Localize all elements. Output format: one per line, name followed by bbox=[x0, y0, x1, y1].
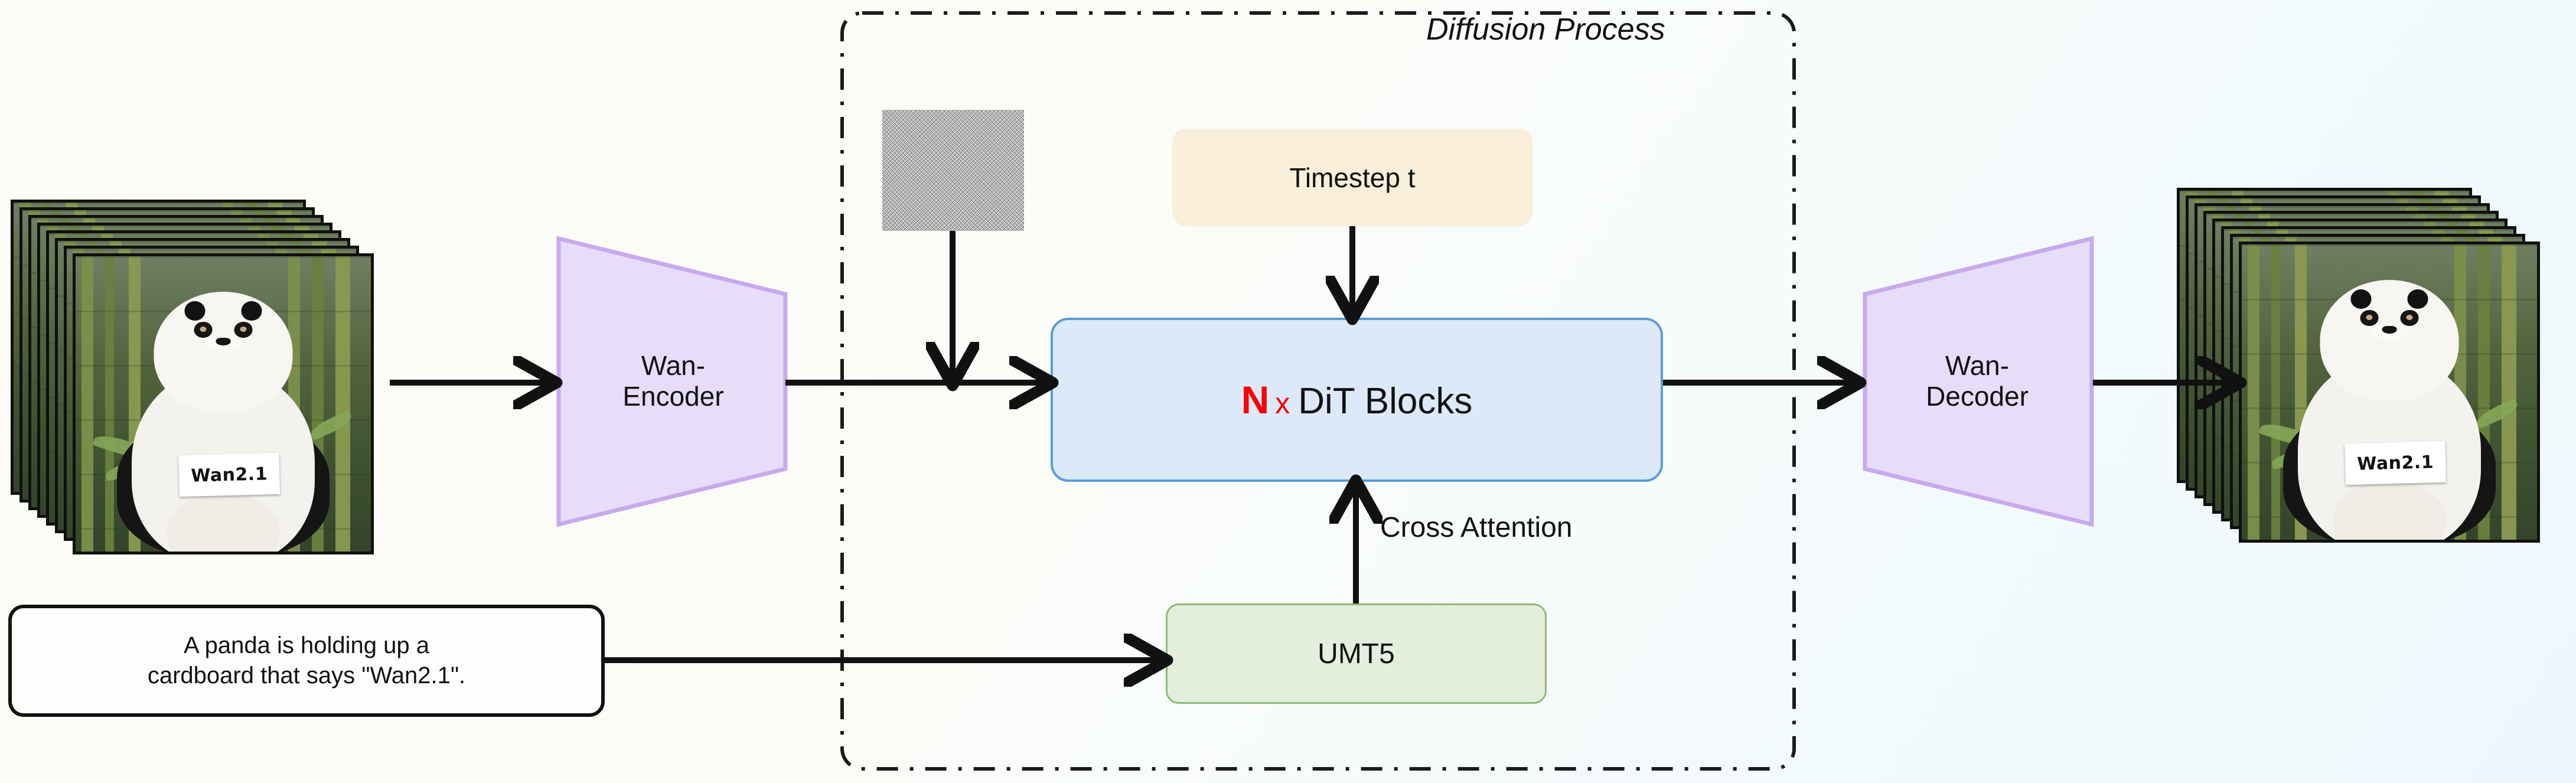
video-frame-front: Wan2.1 bbox=[73, 253, 374, 554]
video-frame-front: Wan2.1 bbox=[2239, 242, 2540, 543]
wan-decoder-block[interactable]: Wan- Decoder bbox=[1859, 235, 2095, 528]
umt5-box[interactable]: UMT5 bbox=[1166, 603, 1547, 704]
cross-attention-label: Cross Attention bbox=[1380, 512, 1573, 543]
input-video-frames: Wan2.1 bbox=[11, 200, 400, 554]
output-sign: Wan2.1 bbox=[2345, 441, 2447, 485]
input-sign-text: Wan2.1 bbox=[190, 463, 268, 487]
wan-encoder-block[interactable]: Wan- Encoder bbox=[555, 235, 791, 528]
diffusion-process-title: Diffusion Process bbox=[1426, 12, 1665, 47]
timestep-label: Timestep t bbox=[1289, 162, 1416, 193]
noise-latent-patch bbox=[882, 110, 1024, 231]
output-video-frames: Wan2.1 bbox=[2177, 188, 2567, 554]
dit-blocks-box[interactable]: N x DiT Blocks bbox=[1051, 318, 1663, 482]
dit-repeat-count: N bbox=[1241, 378, 1270, 422]
prompt-line-2: cardboard that says "Wan2.1". bbox=[147, 663, 466, 689]
timestep-box[interactable]: Timestep t bbox=[1172, 129, 1532, 226]
input-sign: Wan2.1 bbox=[178, 452, 281, 497]
text-prompt-box[interactable]: A panda is holding up a cardboard that s… bbox=[8, 605, 605, 717]
output-sign-text: Wan2.1 bbox=[2356, 451, 2434, 475]
dit-multiply-symbol: x bbox=[1275, 387, 1290, 420]
umt5-label: UMT5 bbox=[1318, 638, 1395, 670]
dit-blocks-label: DiT Blocks bbox=[1298, 381, 1473, 422]
prompt-line-1: A panda is holding up a bbox=[184, 632, 429, 658]
